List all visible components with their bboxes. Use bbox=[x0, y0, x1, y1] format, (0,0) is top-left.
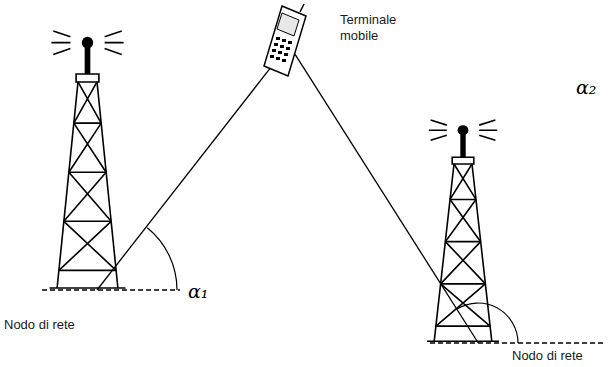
network-node: Nodo di rete bbox=[40, 25, 135, 290]
tower-icon bbox=[40, 25, 135, 290]
radio-link-line bbox=[97, 67, 271, 290]
node-label: Nodo di rete bbox=[4, 317, 114, 333]
node-label: Terminale mobile bbox=[340, 12, 412, 44]
angle-label: α₂ bbox=[576, 76, 596, 98]
baseline bbox=[42, 289, 180, 291]
tower-icon bbox=[418, 115, 508, 343]
phone-icon bbox=[262, 4, 308, 78]
node-label: Nodo di rete bbox=[512, 348, 610, 364]
network-node: Nodo di rete bbox=[418, 115, 508, 343]
angle-label: α₁ bbox=[188, 280, 208, 302]
angle-arc bbox=[147, 228, 177, 290]
mobile-terminal: Terminale mobile bbox=[262, 4, 308, 78]
